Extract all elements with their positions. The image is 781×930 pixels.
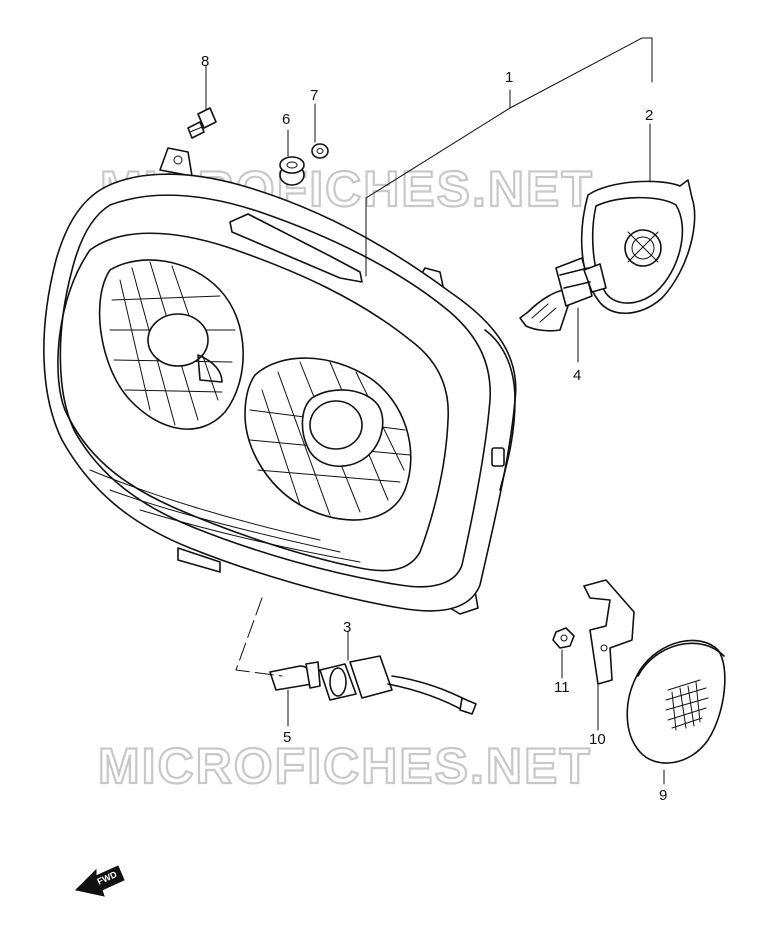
right-reflector [244,357,412,521]
callout-5: 5 [283,729,291,746]
position-lamp-socket [319,655,477,715]
callout-10: 10 [589,731,606,748]
position-lamp-bulb [269,661,321,691]
callout-1: 1 [505,69,513,86]
cover-lens [626,639,726,764]
left-reflector [98,259,244,430]
callout-6: 6 [282,111,290,128]
headlamp-socket-cover [580,179,696,315]
cushion [279,156,305,186]
watermark-bottom: MICROFICHES.NET [98,738,592,794]
headlamp-housing [43,147,517,615]
callout-8: 8 [201,53,209,70]
leader-lines [205,37,665,785]
bracket [583,579,635,685]
callout-4: 4 [573,367,581,384]
screw [187,107,217,139]
forward-direction-arrow: FWD [74,865,125,897]
grille-mesh [665,679,709,731]
callout-11: 11 [554,679,570,696]
callout-3: 3 [343,619,351,636]
callout-7: 7 [310,87,318,104]
nut [552,627,575,649]
callout-2: 2 [645,107,653,124]
headlamp-bulb [519,257,607,332]
callout-9: 9 [659,787,667,804]
washer [311,143,329,159]
